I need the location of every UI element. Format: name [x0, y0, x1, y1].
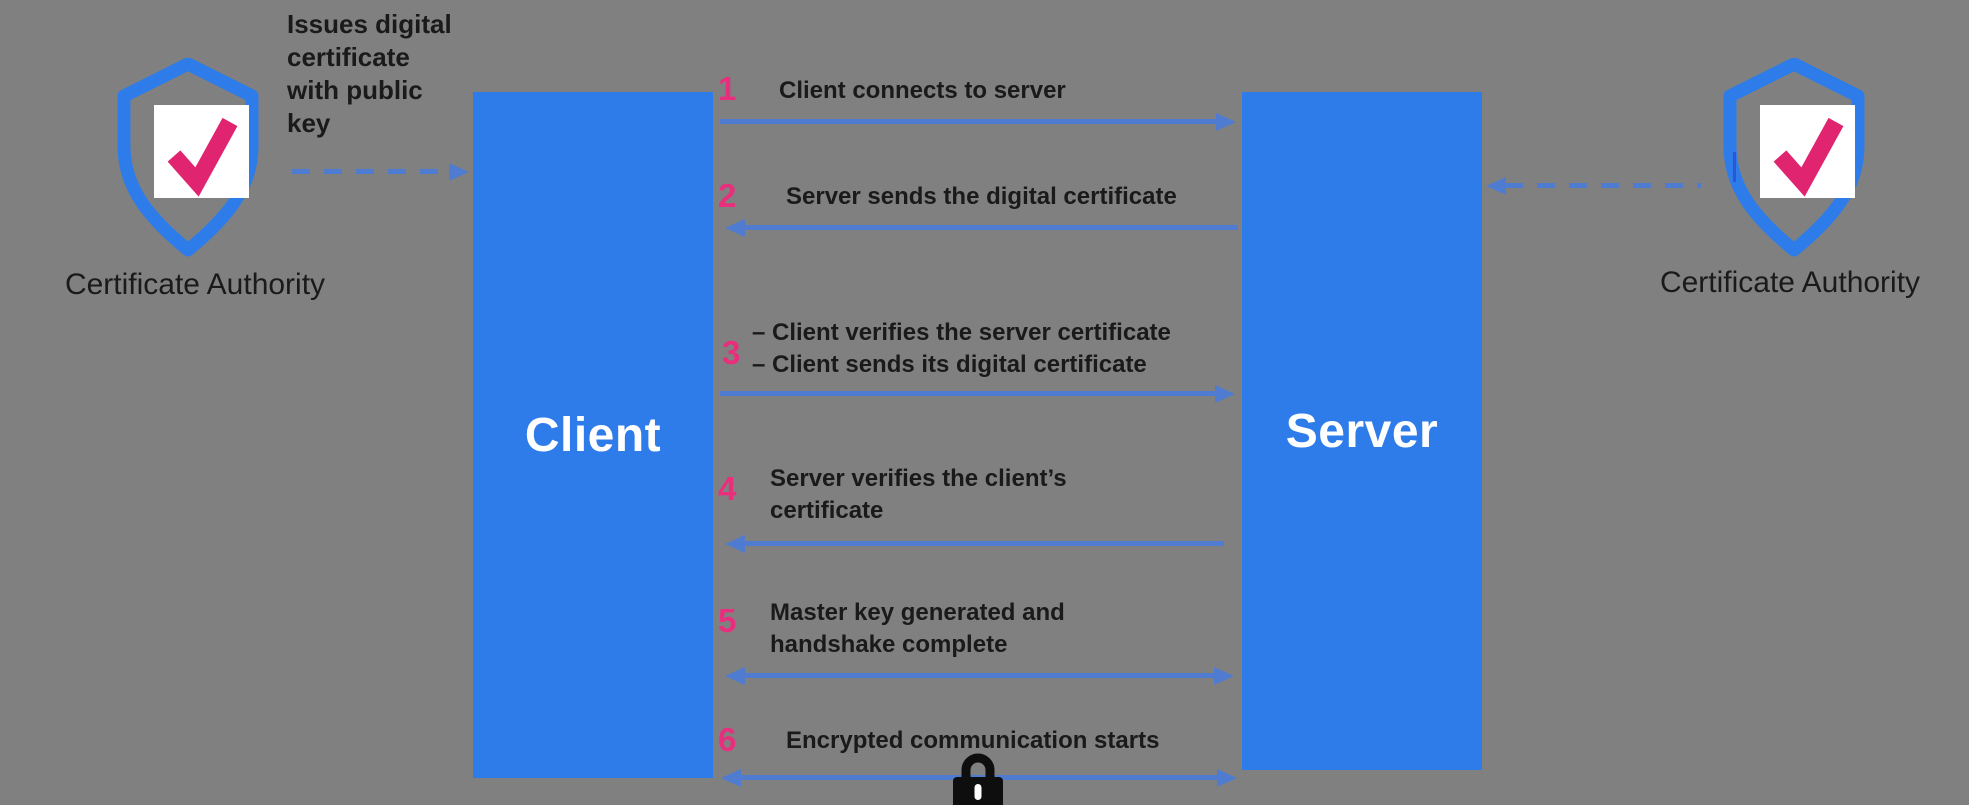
step-5-text: Master key generated and handshake compl… — [770, 597, 1065, 661]
step-line: Client connects to server — [779, 77, 1066, 104]
step-1-arrow-right — [720, 112, 1236, 131]
step-line: handshake complete — [770, 631, 1008, 658]
step-6-number: 6 — [718, 721, 737, 758]
ca-annotation: Issues digital certificate with public k… — [287, 8, 487, 140]
issues-certificate-arrow-right — [1486, 176, 1701, 195]
step-5-arrow-both — [725, 666, 1234, 685]
step-line: Server verifies the client’s — [770, 465, 1067, 492]
step-3-number: 3 — [722, 334, 741, 371]
step-1-number: 1 — [718, 70, 737, 107]
step-3-arrow-right — [720, 384, 1235, 403]
step-line: – Client sends its digital certificate — [752, 351, 1147, 378]
annotation-line: certificate — [287, 42, 410, 72]
shield-check-icon — [117, 58, 259, 257]
step-2-text: Server sends the digital certificate — [786, 181, 1177, 213]
step-line: Encrypted communication starts — [786, 727, 1160, 754]
annotation-line: with public — [287, 75, 423, 105]
client-label: Client — [524, 408, 662, 462]
client-box: Client — [473, 92, 713, 778]
issues-certificate-arrow-left — [292, 162, 469, 181]
step-line: – Client verifies the server certificate — [752, 319, 1171, 346]
server-label: Server — [1285, 404, 1439, 458]
step-line: Server sends the digital certificate — [786, 183, 1177, 210]
shield-check-icon — [1723, 58, 1865, 257]
step-4-arrow-left — [725, 534, 1224, 553]
server-box: Server — [1242, 92, 1482, 770]
lock-icon — [953, 753, 1003, 805]
step-3-text: – Client verifies the server certificate… — [752, 317, 1171, 381]
step-2-number: 2 — [718, 177, 737, 214]
text-cursor-artifact — [1733, 152, 1736, 182]
step-5-number: 5 — [718, 602, 737, 639]
step-2-arrow-left — [725, 218, 1238, 237]
step-line: Master key generated and — [770, 599, 1065, 626]
ca-left-label: Certificate Authority — [64, 268, 326, 301]
ca-right-label: Certificate Authority — [1659, 266, 1921, 299]
step-4-number: 4 — [718, 470, 737, 507]
annotation-line: Issues digital — [287, 9, 452, 39]
step-4-text: Server verifies the client’s certificate — [770, 463, 1067, 527]
annotation-line: key — [287, 108, 331, 138]
step-6-text: Encrypted communication starts — [786, 725, 1159, 757]
step-1-text: Client connects to server — [779, 75, 1066, 107]
step-line: certificate — [770, 497, 884, 524]
